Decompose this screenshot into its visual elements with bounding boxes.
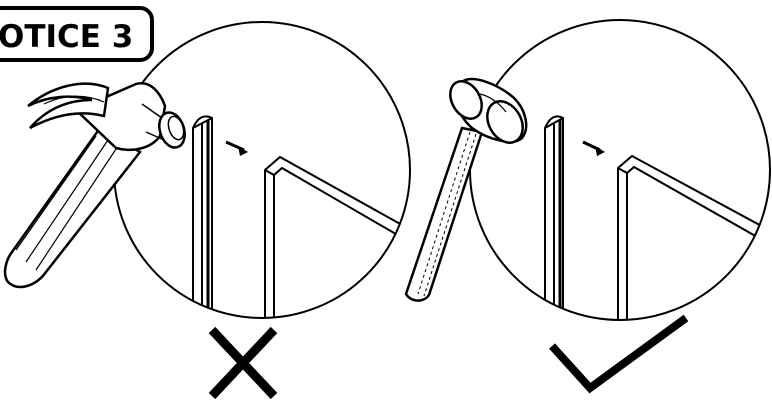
check-mark-icon: [552, 318, 686, 388]
correct-panel: [406, 20, 772, 400]
notice-badge: OTICE 3: [0, 8, 152, 60]
notice-label: OTICE 3: [0, 19, 133, 55]
detail-circle: [114, 22, 410, 318]
cross-mark-icon: [212, 330, 274, 396]
incorrect-panel: [5, 22, 420, 400]
